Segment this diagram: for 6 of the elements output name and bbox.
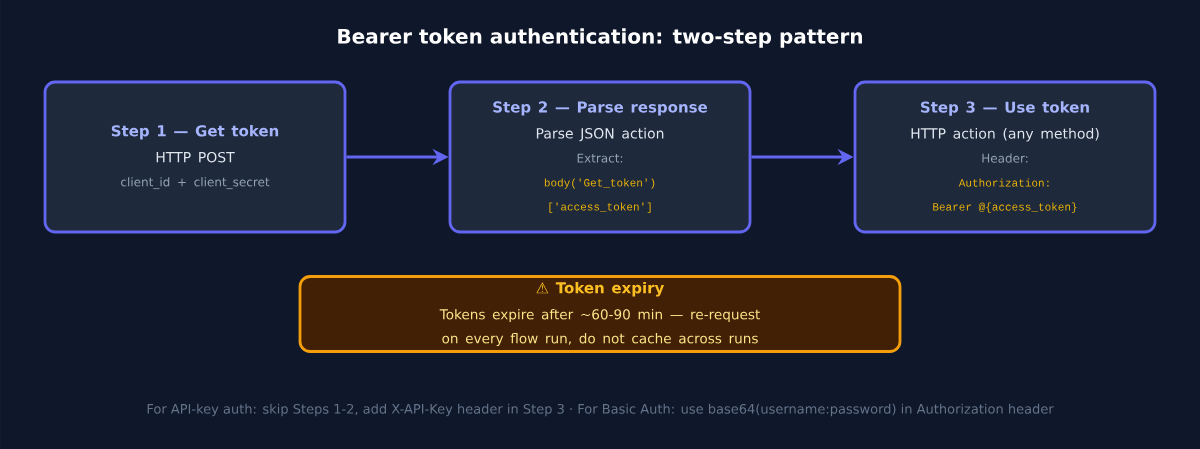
step-box: Step 2 — Parse response Parse JSON action Extract: body('Get_token') ['access_token'] [448, 80, 752, 234]
title: Bearer token authentication: two-step pattern [338, 28, 862, 48]
step-box: Step 1 — Get token HTTP POST client_id + client_secret [43, 80, 347, 234]
warning-box: ⚠ Token expiry Tokens expire after ~60-90 min — re-request on every flow run, do not cache across runs [298, 275, 902, 353]
step-box: Step 3 — Use token HTTP action (any method) Header: Authorization: Bearer @{access_token} [853, 80, 1157, 234]
footnote: For API-key auth: skip Steps 1-2, add X-API-Key header in Step 3 · For Basic Auth: use base64(username:password) in Authorization header [147, 403, 1054, 417]
